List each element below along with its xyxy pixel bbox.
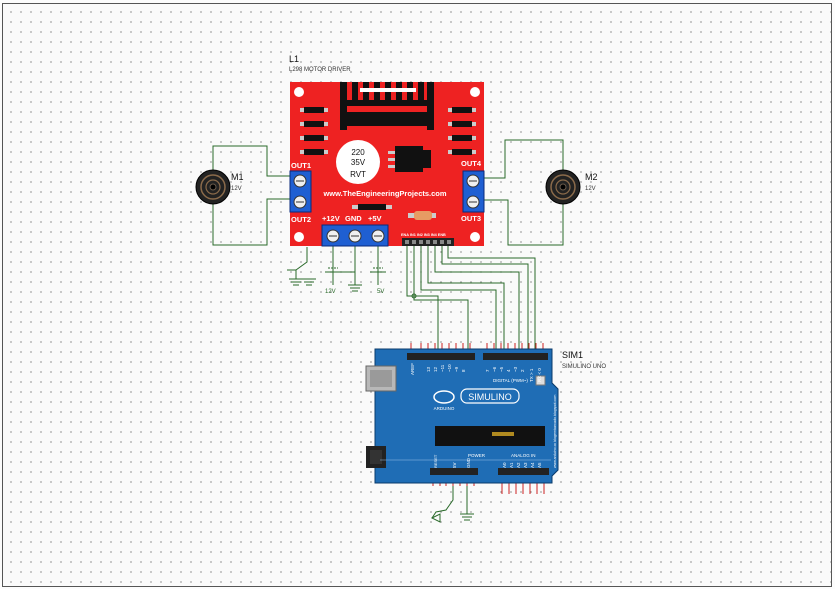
pin-label: A4 [530, 462, 535, 468]
wire-ena [406, 243, 439, 350]
pin-label: 2 [520, 369, 525, 372]
wire-m1-top [212, 145, 292, 177]
terminal-out4-out3[interactable] [462, 170, 485, 213]
analog-pin-labels: A0 A1 A2 A3 A4 A5 [502, 462, 542, 468]
pin-label: A3 [523, 462, 528, 468]
ground-symbol [289, 278, 303, 286]
terminal-out1-out2[interactable] [289, 170, 312, 213]
ground-symbols [289, 272, 474, 523]
analog-label: ANALOG IN [511, 453, 536, 458]
voltage-regulator [388, 146, 431, 172]
wire-in4 [434, 243, 520, 350]
wire-arduino-5v [431, 480, 454, 519]
label-out3: OUT3 [461, 214, 481, 223]
wire-m1-bottom [212, 198, 292, 246]
l298-driver-module[interactable] [290, 82, 484, 246]
pin-label: 7 [485, 369, 490, 372]
power-label: POWER [468, 453, 486, 458]
arduino-ref: SIM1 [562, 350, 583, 360]
power-pin-labels: 5V GND [452, 457, 471, 468]
aref-label: AREF [410, 363, 415, 375]
digital-label: DIGITAL (PWM~) [493, 378, 528, 383]
capacitor-voltage: 35V [351, 158, 366, 167]
arduino-logo-text: ARDUINO [434, 406, 455, 411]
arduino-name: SIMULINO UNO [562, 364, 606, 370]
pin-label: A2 [516, 462, 521, 468]
control-pin-labels: ENA IN1 IN2 IN3 IN4 ENB [401, 233, 446, 237]
arduino-uno-board[interactable] [365, 348, 559, 484]
terminal-power[interactable] [321, 224, 389, 247]
diodes-right [448, 107, 476, 155]
label-5v: +5V [368, 214, 382, 223]
pin-label: ~10 [447, 364, 452, 372]
supply-5v [370, 267, 386, 285]
reset-label: RESET [433, 454, 438, 468]
simulino-logo-badge [460, 388, 520, 404]
wire-m2-top [484, 139, 564, 179]
pin-label: GND [466, 457, 471, 468]
label-12v: +12V [322, 214, 340, 223]
motor-m2-ref: M2 [585, 172, 598, 182]
label-gnd: GND [345, 214, 362, 223]
motor-m2[interactable] [545, 169, 581, 205]
wire-module-gnd [295, 247, 308, 279]
control-header[interactable] [402, 238, 454, 246]
pin-label: A5 [537, 462, 542, 468]
pin-label: ~9 [454, 366, 459, 372]
arduino-side-text: www.arduino.cc blogembarcado.blogspot.co… [553, 395, 557, 468]
ground-symbol [302, 278, 316, 286]
capacitor-type: RVT [350, 170, 366, 179]
pin-label: 4 [506, 369, 511, 372]
resistor [408, 211, 436, 220]
supply-5v-label: 5V [377, 289, 384, 295]
driver-name: L298 MOTOR DRIVER [289, 67, 351, 73]
wire-enb [441, 243, 529, 350]
label-out1: OUT1 [291, 161, 311, 170]
digital-pin-labels-right: 7 ~6 ~5 4 ~3 2 TX > 1 RX < 0 [485, 366, 542, 382]
wire-m2-bottom [484, 199, 564, 246]
diode-bottom [352, 204, 392, 210]
pin-label: ~11 [440, 364, 445, 372]
diodes-left [300, 107, 328, 155]
pin-label: 12 [433, 366, 438, 372]
wire-in2 [420, 243, 497, 350]
ground-symbol [460, 513, 474, 521]
pin-label: ~3 [513, 366, 518, 372]
arduino-logo-icon [433, 390, 455, 404]
driver-ref: L1 [289, 54, 299, 64]
wire-gnd [341, 243, 356, 273]
supply-12v [325, 267, 341, 285]
motor-m1-ref: M1 [231, 172, 244, 182]
ground-symbol [348, 284, 362, 292]
label-out2: OUT2 [291, 215, 311, 224]
label-out4: OUT4 [461, 159, 482, 168]
pin-label: 13 [426, 366, 431, 372]
pin-label: TX > 1 [529, 368, 534, 382]
motor-m1-value: 12V [231, 186, 242, 192]
pin-label: RX < 0 [537, 368, 542, 382]
capacitor [336, 140, 380, 184]
pin-label: A0 [502, 462, 507, 468]
motor-m2-value: 12V [585, 186, 596, 192]
simulino-logo-text: SIMULINO [468, 392, 512, 402]
power-arrow-symbol [430, 513, 441, 523]
motor-m1[interactable] [195, 169, 231, 205]
wire-in3 [427, 243, 505, 350]
reset-button [535, 375, 546, 386]
driver-website: www.TheEngineeringProjects.com [322, 189, 446, 198]
capacitor-value: 220 [351, 148, 365, 157]
heatsink [340, 82, 434, 130]
pin-label: 8 [461, 369, 466, 372]
pin-label: ~6 [492, 366, 497, 372]
pin-label: 5V [452, 462, 457, 468]
wire-in1 [413, 243, 469, 350]
digital-pin-labels-left: 13 12 ~11 ~10 ~9 8 [426, 364, 466, 372]
pin-label: ~5 [499, 366, 504, 372]
supply-12v-label: 12V [325, 289, 336, 295]
pin-label: A1 [509, 462, 514, 468]
microcontroller-chip [435, 426, 545, 446]
